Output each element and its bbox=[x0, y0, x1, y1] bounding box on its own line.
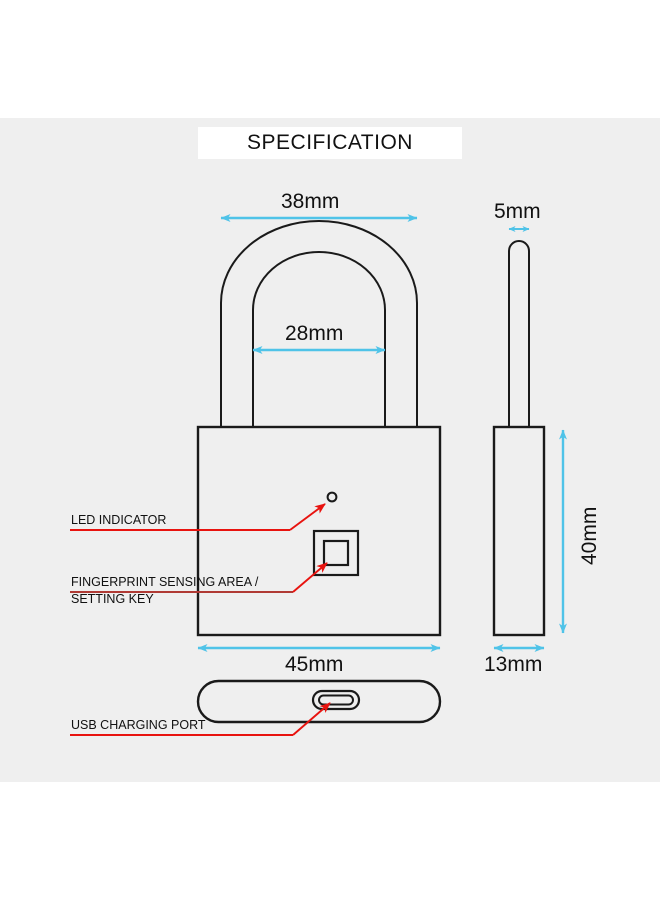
callout-label-usb-port: USB CHARGING PORT bbox=[71, 718, 206, 732]
led-indicator bbox=[326, 491, 338, 503]
dimension-label-40mm: 40mm bbox=[578, 506, 601, 565]
callout-fingerprint-line-2: SETTING KEY bbox=[71, 592, 154, 606]
side-view-body bbox=[492, 425, 546, 637]
led-indicator-callout-line bbox=[70, 503, 326, 531]
dimension-label-38mm: 38mm bbox=[281, 190, 340, 213]
callout-fingerprint-line-1: FINGERPRINT SENSING AREA / bbox=[71, 575, 259, 589]
side-view-shackle bbox=[508, 240, 530, 438]
page-title: SPECIFICATION bbox=[247, 131, 413, 154]
callout-label-led-indicator: LED INDICATOR bbox=[71, 513, 167, 527]
callout-label-fingerprint: FINGERPRINT SENSING AREA / SETTING KEY bbox=[71, 574, 258, 608]
title-banner: SPECIFICATION bbox=[198, 127, 462, 159]
dimension-label-5mm: 5mm bbox=[494, 200, 541, 223]
usb-c-port bbox=[311, 689, 361, 711]
fingerprint-callout-line bbox=[70, 562, 328, 593]
dimension-label-45mm: 45mm bbox=[285, 653, 344, 676]
dimension-label-13mm: 13mm bbox=[484, 653, 543, 676]
dimension-label-28mm: 28mm bbox=[285, 322, 344, 345]
usb-port-callout-line bbox=[70, 702, 331, 736]
fingerprint-sensor bbox=[312, 529, 360, 577]
